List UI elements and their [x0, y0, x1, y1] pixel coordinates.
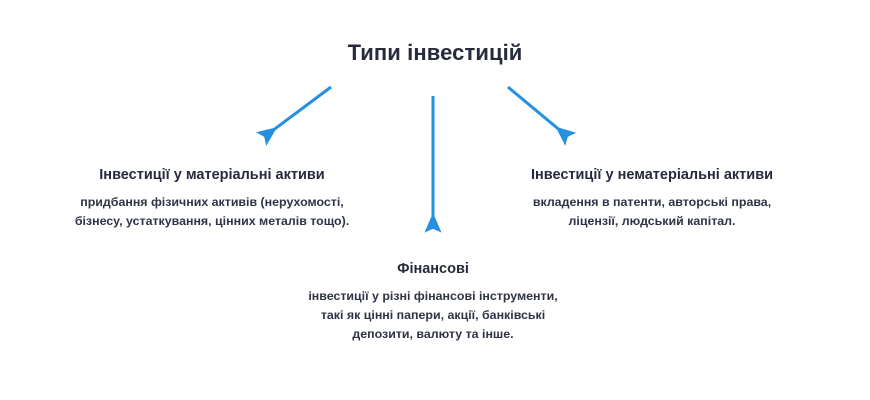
node-intangible-assets: Інвестиції у нематеріальні активи вкладе… [452, 167, 852, 231]
node-financial-heading: Фінансові [397, 261, 469, 277]
arrow-to-intangible [507, 85, 577, 146]
node-financial-description: інвестиції у різні фінансові інструменти… [233, 287, 633, 343]
description-line: такі як цінні папери, акції, банківські [320, 308, 546, 322]
description-line: депозити, валюту та інше. [352, 326, 514, 341]
node-tangible-assets-description: придбання фізичних активів (нерухомості,… [12, 193, 412, 230]
description-line: інвестиції у різні фінансові інструменти… [308, 289, 558, 304]
page-title: Типи інвестицій [347, 40, 523, 65]
description-line: бізнесу, устаткування, цінних металів то… [74, 214, 350, 228]
node-tangible-assets-heading: Інвестиції у матеріальні активи [99, 167, 325, 183]
node-intangible-assets-heading: Інвестиції у нематеріальні активи [530, 167, 774, 183]
node-financial: Фінансові інвестиції у різні фінансові і… [233, 261, 633, 343]
node-intangible-assets-description: вкладення в патенти, авторські права, лі… [452, 193, 852, 230]
description-line: ліцензії, людський капітал. [568, 214, 736, 228]
root-node: Типи інвестицій [0, 40, 870, 66]
node-tangible-assets: Інвестиції у матеріальні активи придбанн… [12, 167, 412, 231]
description-line: придбання фізичних активів (нерухомості, [80, 195, 344, 210]
arrow-to-tangible [256, 85, 332, 147]
description-line: вкладення в патенти, авторські права, [532, 195, 772, 210]
